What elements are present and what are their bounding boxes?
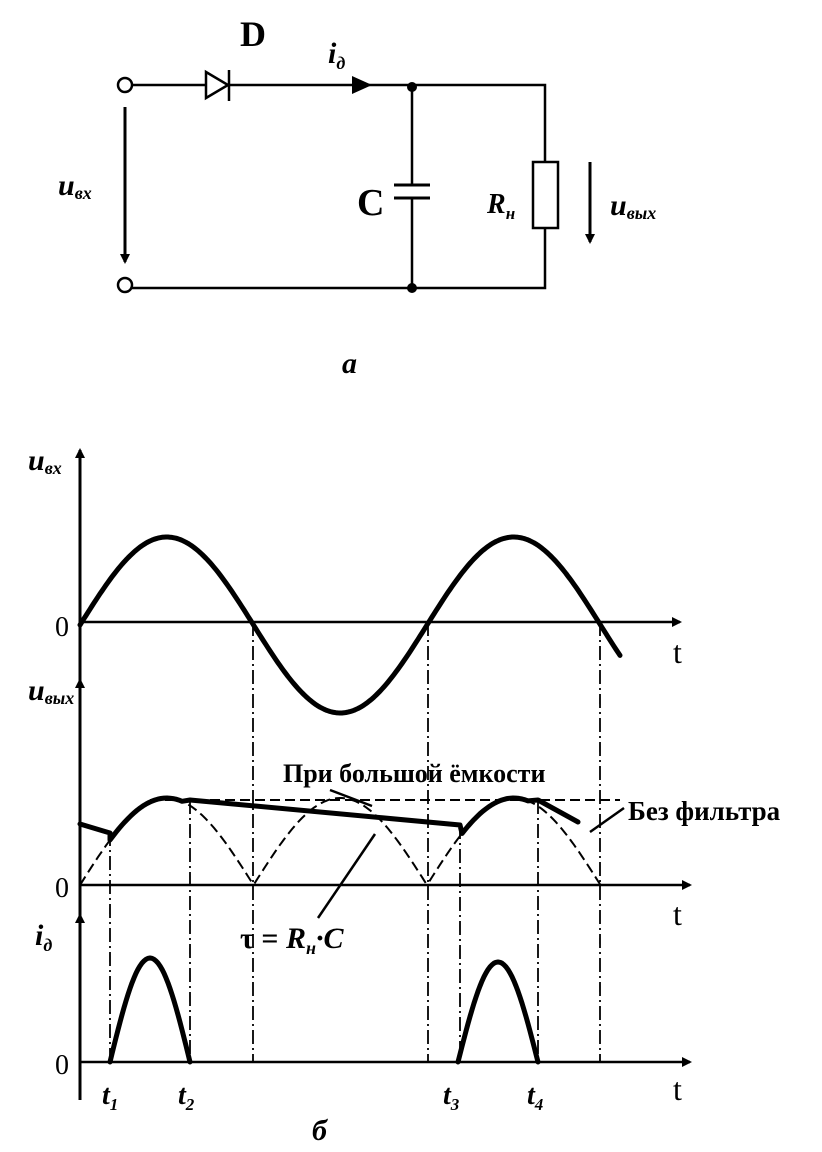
zero-label: 0: [55, 873, 69, 904]
time-constant-formula: τ = Rн·C: [240, 922, 344, 958]
circuit-wires: [132, 83, 547, 290]
current-label: iд: [328, 37, 345, 73]
input-terminal-bottom: [116, 276, 134, 294]
time-projection-lines: [109, 622, 601, 1062]
input-terminal-top: [116, 76, 134, 94]
annotation-pointer: [589, 806, 625, 834]
time-label: t: [673, 896, 682, 932]
time-mark-t2: t2: [178, 1080, 195, 1114]
no-filter-annotation: Без фильтра: [628, 796, 781, 826]
capacitor-label: C: [357, 182, 384, 224]
large-capacitance-annotation: При большой ёмкости: [283, 759, 545, 788]
current-arrow-icon: [352, 76, 372, 94]
input-voltage-label: uвх: [58, 169, 92, 203]
filtered-output-curve: [77, 795, 581, 843]
diode-label: D: [240, 14, 266, 54]
capacitor-symbol: [394, 87, 430, 288]
time-mark-t3: t3: [443, 1080, 460, 1114]
output-voltage-label: uвых: [610, 189, 656, 223]
annotation-pointer: [316, 833, 377, 919]
time-label: t: [673, 1071, 682, 1107]
current-axis-label: iд: [35, 919, 52, 955]
input-axis-label: uвх: [28, 444, 62, 478]
circuit-caption: а: [342, 347, 357, 380]
output-axis-label: uвых: [28, 674, 74, 708]
waveform-graphs: uвх uвых iд 0 0 0 t t t При большой ёмко…: [28, 444, 781, 1147]
zero-label: 0: [55, 612, 69, 643]
input-sine-curve: [77, 534, 623, 716]
graphs-caption: б: [312, 1114, 328, 1147]
unfiltered-rectified-curve: [79, 797, 601, 886]
time-mark-t4: t4: [527, 1080, 543, 1114]
time-label: t: [673, 634, 682, 670]
time-mark-t1: t1: [102, 1080, 118, 1114]
zero-label: 0: [55, 1050, 69, 1081]
diode-current-pulse: [107, 955, 193, 1065]
annotation-pointer: [329, 788, 373, 808]
diode-symbol: [204, 69, 231, 101]
diode-current-pulse: [455, 959, 541, 1065]
resistor-symbol: [531, 160, 560, 230]
circuit-schematic: D iд uвх C Rн uвых а: [58, 14, 656, 380]
resistor-label: Rн: [486, 189, 515, 223]
